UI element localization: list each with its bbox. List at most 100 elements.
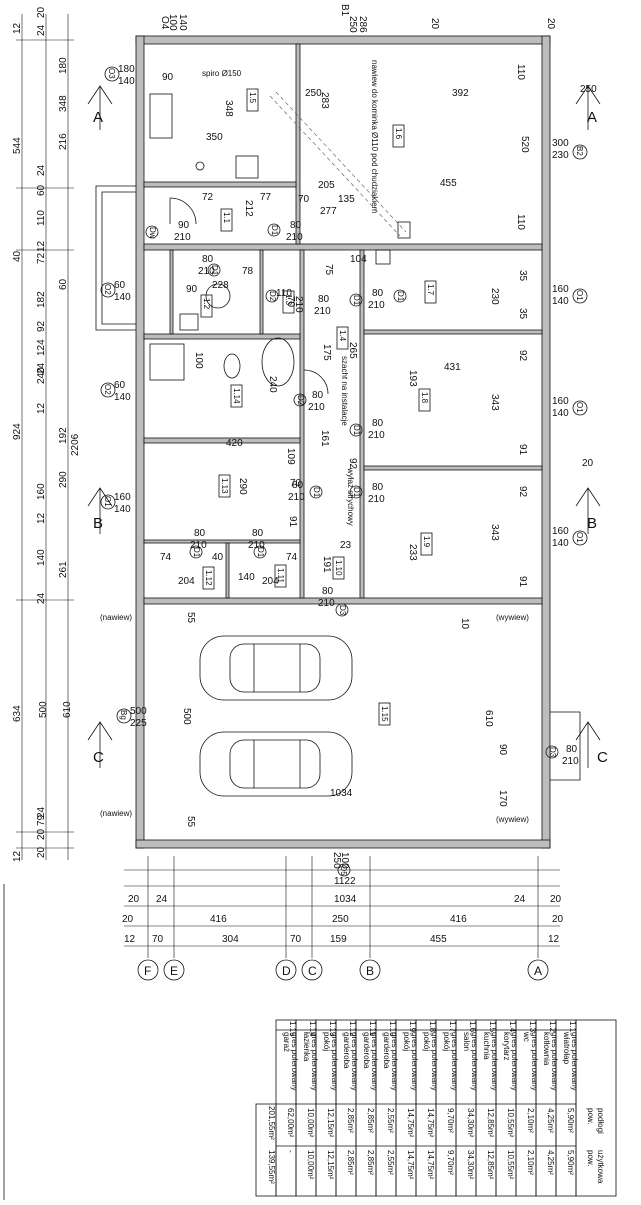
axis-bubble (527, 959, 549, 981)
dim-bottom: 20 (128, 894, 140, 905)
chimney-note: nawiew do kominka Ø110 pod chudziakiem (370, 60, 379, 214)
table-row-usable: 9,70m² (446, 1150, 455, 1175)
dim-bottom: 416 (450, 914, 467, 925)
car-top (199, 635, 353, 701)
svg-text:74: 74 (286, 552, 298, 563)
table-row-name: wc (522, 1031, 531, 1042)
svg-text:D1: D1 (270, 225, 279, 236)
table-row-name: garderoba (382, 1032, 391, 1069)
axis-D: D (282, 964, 291, 978)
svg-text:100: 100 (193, 352, 204, 369)
dim-left-inner: 348 (58, 95, 69, 112)
svg-text:O1: O1 (575, 532, 584, 543)
svg-text:160: 160 (114, 492, 131, 503)
svg-text:Dw: Dw (148, 227, 157, 239)
room-tag-box (220, 208, 233, 232)
dim-bottom: 304 (222, 934, 239, 945)
table-row-no: 1.9 (408, 1021, 417, 1033)
svg-text:D2: D2 (296, 395, 305, 406)
dim-left-inner: 24 (36, 592, 47, 604)
table-row-no: 1.10 (388, 1021, 397, 1037)
dim-bottom: 70 (290, 934, 302, 945)
dim-left-inner: 24 (36, 24, 47, 36)
room-tag-box (230, 384, 243, 408)
svg-text:104: 104 (350, 254, 367, 265)
dim-left-inner: 20 (36, 828, 47, 840)
dim-left-634: 634 (12, 705, 23, 722)
table-row-floor: gres polerowany (550, 1032, 559, 1091)
svg-text:72: 72 (202, 192, 214, 203)
svg-text:140: 140 (552, 538, 569, 549)
svg-text:60: 60 (114, 280, 126, 291)
svg-text:250: 250 (347, 16, 358, 33)
porch (95, 185, 581, 781)
table-row-area: 5,90m² (566, 1108, 575, 1133)
svg-text:D1: D1 (396, 291, 405, 302)
svg-text:D1: D1 (352, 487, 361, 498)
table-row-floor: gres polerowany (530, 1032, 539, 1091)
table-row-usable: 14,75m² (426, 1150, 435, 1180)
dim-left-inner: 20 (36, 6, 47, 18)
dim-left-inner: 24 (36, 362, 47, 374)
dim-left-inner: 72 (36, 252, 47, 264)
axis-F: F (144, 964, 151, 978)
room-number-1.3: 1.3 (284, 294, 293, 306)
svg-text:350: 350 (206, 132, 223, 143)
svg-text:70: 70 (290, 478, 302, 489)
top-openings: O4 100 140 B1 250 286 20 20 (159, 4, 556, 33)
svg-text:O3: O3 (107, 68, 116, 79)
svg-text:O1: O1 (103, 496, 112, 507)
svg-text:80: 80 (312, 390, 324, 401)
table-row-no: 1.7 (448, 1021, 457, 1033)
dim-left-inner: 261 (58, 561, 69, 578)
vent-left-1: (nawiew) (100, 613, 132, 622)
table-row-floor: gres polerowany (330, 1032, 339, 1091)
svg-text:210: 210 (288, 492, 305, 503)
svg-text:193: 193 (407, 370, 418, 387)
svg-text:520: 520 (519, 136, 530, 153)
table-row-no: 1.4 (508, 1021, 517, 1033)
room-tag-box (418, 388, 431, 412)
dim-left-inner: 110 (36, 210, 47, 226)
table-row-usable: 2,85m² (366, 1150, 375, 1175)
dim-bottom: 455 (430, 934, 447, 945)
room-number-1.10: 1.10 (334, 560, 343, 576)
svg-text:O2: O2 (103, 284, 112, 295)
room-number-1.1: 1.1 (222, 212, 231, 224)
table-row-area: 12,15m² (326, 1108, 335, 1138)
svg-text:140: 140 (114, 292, 131, 303)
svg-text:D1: D1 (312, 487, 321, 498)
section-a-right: A (587, 109, 597, 126)
room-number-1.4: 1.4 (338, 330, 347, 342)
room-number-1.13: 1.13 (220, 478, 229, 494)
table-row-area: 10,00m² (306, 1108, 315, 1138)
dim-bottom: 70 (152, 934, 164, 945)
svg-text:290: 290 (237, 478, 248, 495)
svg-text:610: 610 (483, 710, 494, 727)
svg-text:160: 160 (552, 284, 569, 295)
svg-text:55: 55 (185, 816, 196, 828)
svg-text:204: 204 (178, 576, 195, 587)
svg-text:90: 90 (162, 72, 174, 83)
svg-text:D2: D2 (268, 291, 277, 302)
room-tag-box (282, 290, 295, 314)
dim-left-inner: 60 (58, 278, 69, 290)
table-row-floor: gres polerowany (430, 1032, 439, 1091)
svg-text:180: 180 (118, 64, 135, 75)
annotations: nawiew do kominka Ø110 pod chudziakiem s… (100, 60, 529, 824)
dim-left-inner: 182 (36, 291, 47, 308)
dim-left-924: 924 (12, 423, 23, 440)
room-number-1.8: 1.8 (420, 392, 429, 404)
room-tag-box (332, 556, 345, 580)
dim-left-inner: 500 (38, 701, 49, 718)
svg-text:70: 70 (298, 194, 310, 205)
table-row-area: 62,00m² (286, 1108, 295, 1138)
dim-left-inner: 20 (36, 846, 47, 858)
svg-text:80: 80 (566, 744, 578, 755)
dim-left-2206: 2206 (70, 433, 81, 456)
dim-left-inner: 60 (36, 184, 47, 196)
svg-text:92: 92 (517, 350, 528, 362)
room-number-1.7: 1.7 (426, 284, 435, 296)
